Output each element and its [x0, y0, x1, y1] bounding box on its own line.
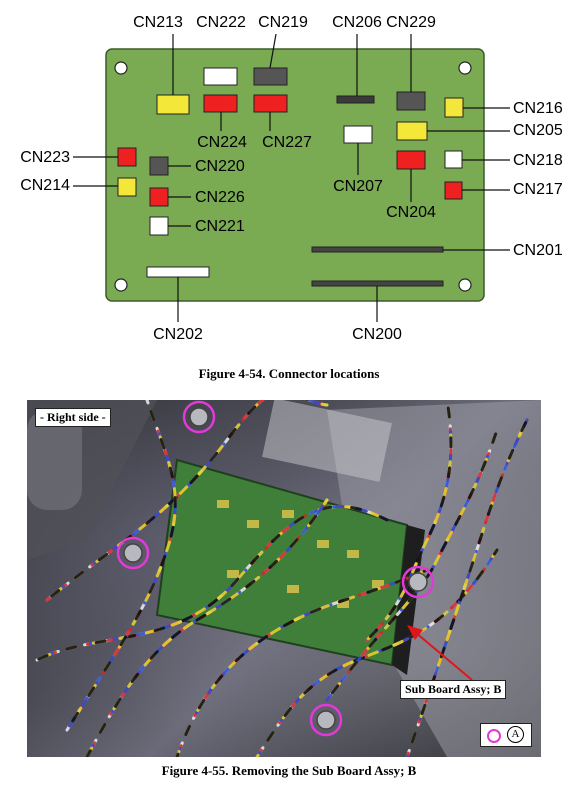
connector-cn202	[146, 266, 210, 278]
wire-bundle-2-strand-4	[35, 505, 389, 662]
mounting-hole-2	[458, 61, 472, 75]
connector-label-cn226: CN226	[195, 189, 245, 206]
wire-bundle-3-strand-5	[85, 498, 329, 757]
wire-bundle-8-strand-4	[365, 400, 453, 642]
connector-label-cn213: CN213	[133, 14, 183, 31]
connector-label-cn224: CN224	[197, 134, 247, 151]
connector-cn217	[444, 181, 463, 200]
screw-2	[123, 543, 143, 563]
connector-label-cn219: CN219	[258, 14, 308, 31]
mounting-hole-1	[114, 61, 128, 75]
sub-board-photo: - Right side - Sub Board Assy; B A	[27, 400, 541, 757]
connector-label-cn207: CN207	[333, 178, 383, 195]
connector-cn222	[203, 67, 238, 86]
connector-cn216	[444, 97, 464, 118]
connector-cn229	[396, 91, 426, 111]
connector-cn205	[396, 121, 428, 141]
screw-3	[408, 572, 428, 592]
screw-marker-2	[116, 536, 150, 570]
screw-4	[316, 710, 336, 730]
wire-bundle-8-strand-5	[365, 400, 453, 642]
wire-bundle-4-strand-5	[175, 568, 429, 757]
screw-marker-3	[401, 565, 435, 599]
screw-marker-4	[309, 703, 343, 737]
mounting-hole-4	[458, 278, 472, 292]
screw-marker-icon	[487, 729, 501, 743]
connector-cn200	[311, 280, 444, 287]
mounting-hole-3	[114, 278, 128, 292]
pcb-component-8	[337, 600, 349, 608]
connector-cn206	[336, 95, 375, 104]
pcb-component-6	[227, 570, 239, 578]
figure-54-caption: Figure 4-54. Connector locations	[198, 366, 380, 381]
connector-label-cn227: CN227	[262, 134, 312, 151]
connector-label-cn222: CN222	[196, 14, 246, 31]
pcb-component-5	[347, 550, 359, 558]
leader-line-cn219	[269, 33, 277, 69]
pcb-component-9	[372, 580, 384, 588]
pcb-component-3	[282, 510, 294, 518]
wire-bundle-2-strand-5	[35, 505, 389, 662]
metal-panel	[327, 400, 541, 757]
wire-bundle-5-strand-4	[255, 548, 499, 757]
connector-cn221	[149, 216, 169, 236]
connector-cn224	[203, 94, 238, 113]
wire-bundle-7-strand-5	[65, 400, 177, 732]
screw-1	[189, 407, 209, 427]
wire-bundle-1-strand-1	[45, 400, 329, 602]
callout-arrow-head	[407, 625, 423, 640]
connector-label-cn201: CN201	[513, 242, 563, 259]
legend-letter-a: A	[507, 726, 524, 743]
connector-label-cn200: CN200	[352, 326, 402, 343]
photo-illustration	[27, 400, 541, 757]
pcb-component-4	[317, 540, 329, 548]
connector-label-cn218: CN218	[513, 152, 563, 169]
callout-arrow-line	[414, 631, 473, 681]
pcb-component-2	[247, 520, 259, 528]
wire-bundle-1-strand-5	[45, 400, 329, 602]
figure-55-caption: Figure 4-55. Removing the Sub Board Assy…	[161, 763, 417, 778]
connector-cn219	[253, 67, 288, 86]
screw-legend: A	[480, 723, 532, 747]
connector-label-cn204: CN204	[386, 204, 436, 221]
connector-cn227	[253, 94, 288, 113]
connector-cn204	[396, 150, 426, 170]
circuit-board	[105, 48, 485, 302]
screw-marker-1	[182, 400, 216, 434]
connector-label-cn216: CN216	[513, 100, 563, 117]
connector-label-cn229: CN229	[386, 14, 436, 31]
connector-label-cn217: CN217	[513, 181, 563, 198]
connector-label-cn220: CN220	[195, 158, 245, 175]
pcb-component-1	[217, 500, 229, 508]
connector-cn220	[149, 156, 169, 176]
connector-label-cn206: CN206	[332, 14, 382, 31]
connector-cn213	[156, 94, 190, 115]
connector-label-cn205: CN205	[513, 122, 563, 139]
connector-label-cn223: CN223	[20, 149, 70, 166]
connector-cn214	[117, 177, 137, 197]
connector-label-cn202: CN202	[153, 326, 203, 343]
wire-bundle-9-strand-5	[325, 428, 499, 702]
flat-cable	[262, 400, 392, 482]
motor-housing	[27, 410, 82, 510]
sub-board-callout-label: Sub Board Assy; B	[400, 680, 507, 699]
connector-cn218	[444, 150, 463, 169]
connector-cn226	[149, 187, 169, 207]
connector-cn223	[117, 147, 137, 167]
connector-label-cn214: CN214	[20, 177, 70, 194]
connector-cn201	[311, 246, 444, 253]
wire-bundle-6-strand-4	[405, 418, 529, 757]
pcb-component-7	[287, 585, 299, 593]
connector-cn207	[343, 125, 373, 144]
right-side-label: - Right side -	[35, 408, 111, 427]
connector-label-cn221: CN221	[195, 218, 245, 235]
